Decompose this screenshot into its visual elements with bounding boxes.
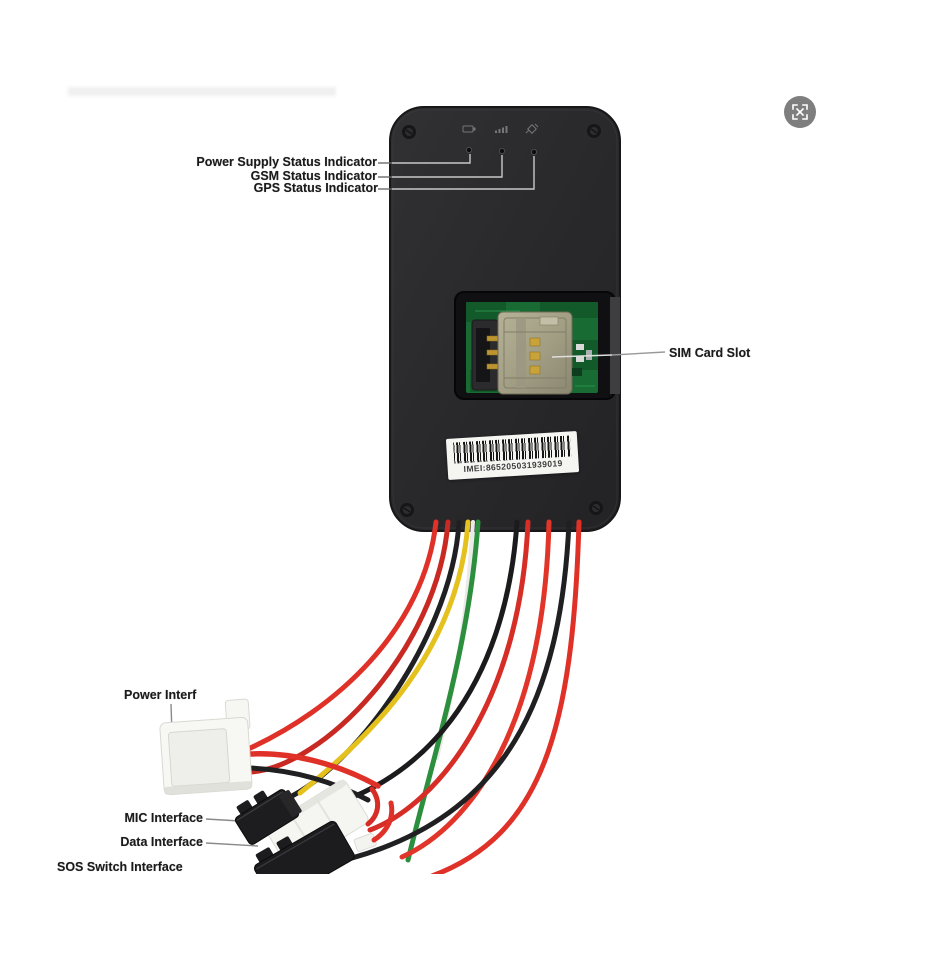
- power-pigtail-black: [247, 765, 371, 803]
- gps-satellite-icon: [525, 123, 539, 134]
- imei-barcode-sticker: IMEI:865205031939019: [445, 431, 580, 480]
- gsm-status-label: GSM Status Indicator: [250, 169, 377, 183]
- power-pigtail-red: [247, 751, 381, 789]
- screw: [587, 124, 601, 138]
- expand-icon: [792, 104, 808, 120]
- data-interface-label: Data Interface: [120, 835, 203, 849]
- gsm-signal-icon: [495, 126, 508, 133]
- power-interface-connector: [159, 698, 253, 796]
- wiring-harness: [243, 519, 582, 879]
- pcb-components: [572, 344, 592, 376]
- power-led: [465, 146, 472, 153]
- faint-watermark-smudge: [68, 87, 336, 96]
- photo-bottom-edge: [0, 874, 948, 977]
- gsm-led: [498, 147, 505, 154]
- screw: [402, 125, 416, 139]
- power-interface-label: Power Interf: [124, 688, 197, 702]
- mic-interface-connector: [234, 789, 302, 845]
- battery-icon: [462, 125, 476, 133]
- mic-interface-label: MIC Interface: [124, 811, 204, 825]
- sim-holder: [497, 311, 573, 395]
- screw: [589, 501, 603, 515]
- screw: [400, 503, 414, 517]
- power-supply-status-label: Power Supply Status Indicator: [196, 155, 377, 169]
- sim-card-slot-area: [454, 291, 620, 400]
- wire-tips-red: [365, 786, 395, 843]
- sos-switch-interface-label: SOS Switch Interface: [57, 860, 183, 874]
- gps-status-label: GPS Status Indicator: [253, 181, 378, 195]
- sim-card-slot-label: SIM Card Slot: [669, 346, 751, 360]
- expand-button[interactable]: [784, 96, 816, 128]
- gps-led: [531, 148, 538, 155]
- leader-lines: [170, 154, 666, 847]
